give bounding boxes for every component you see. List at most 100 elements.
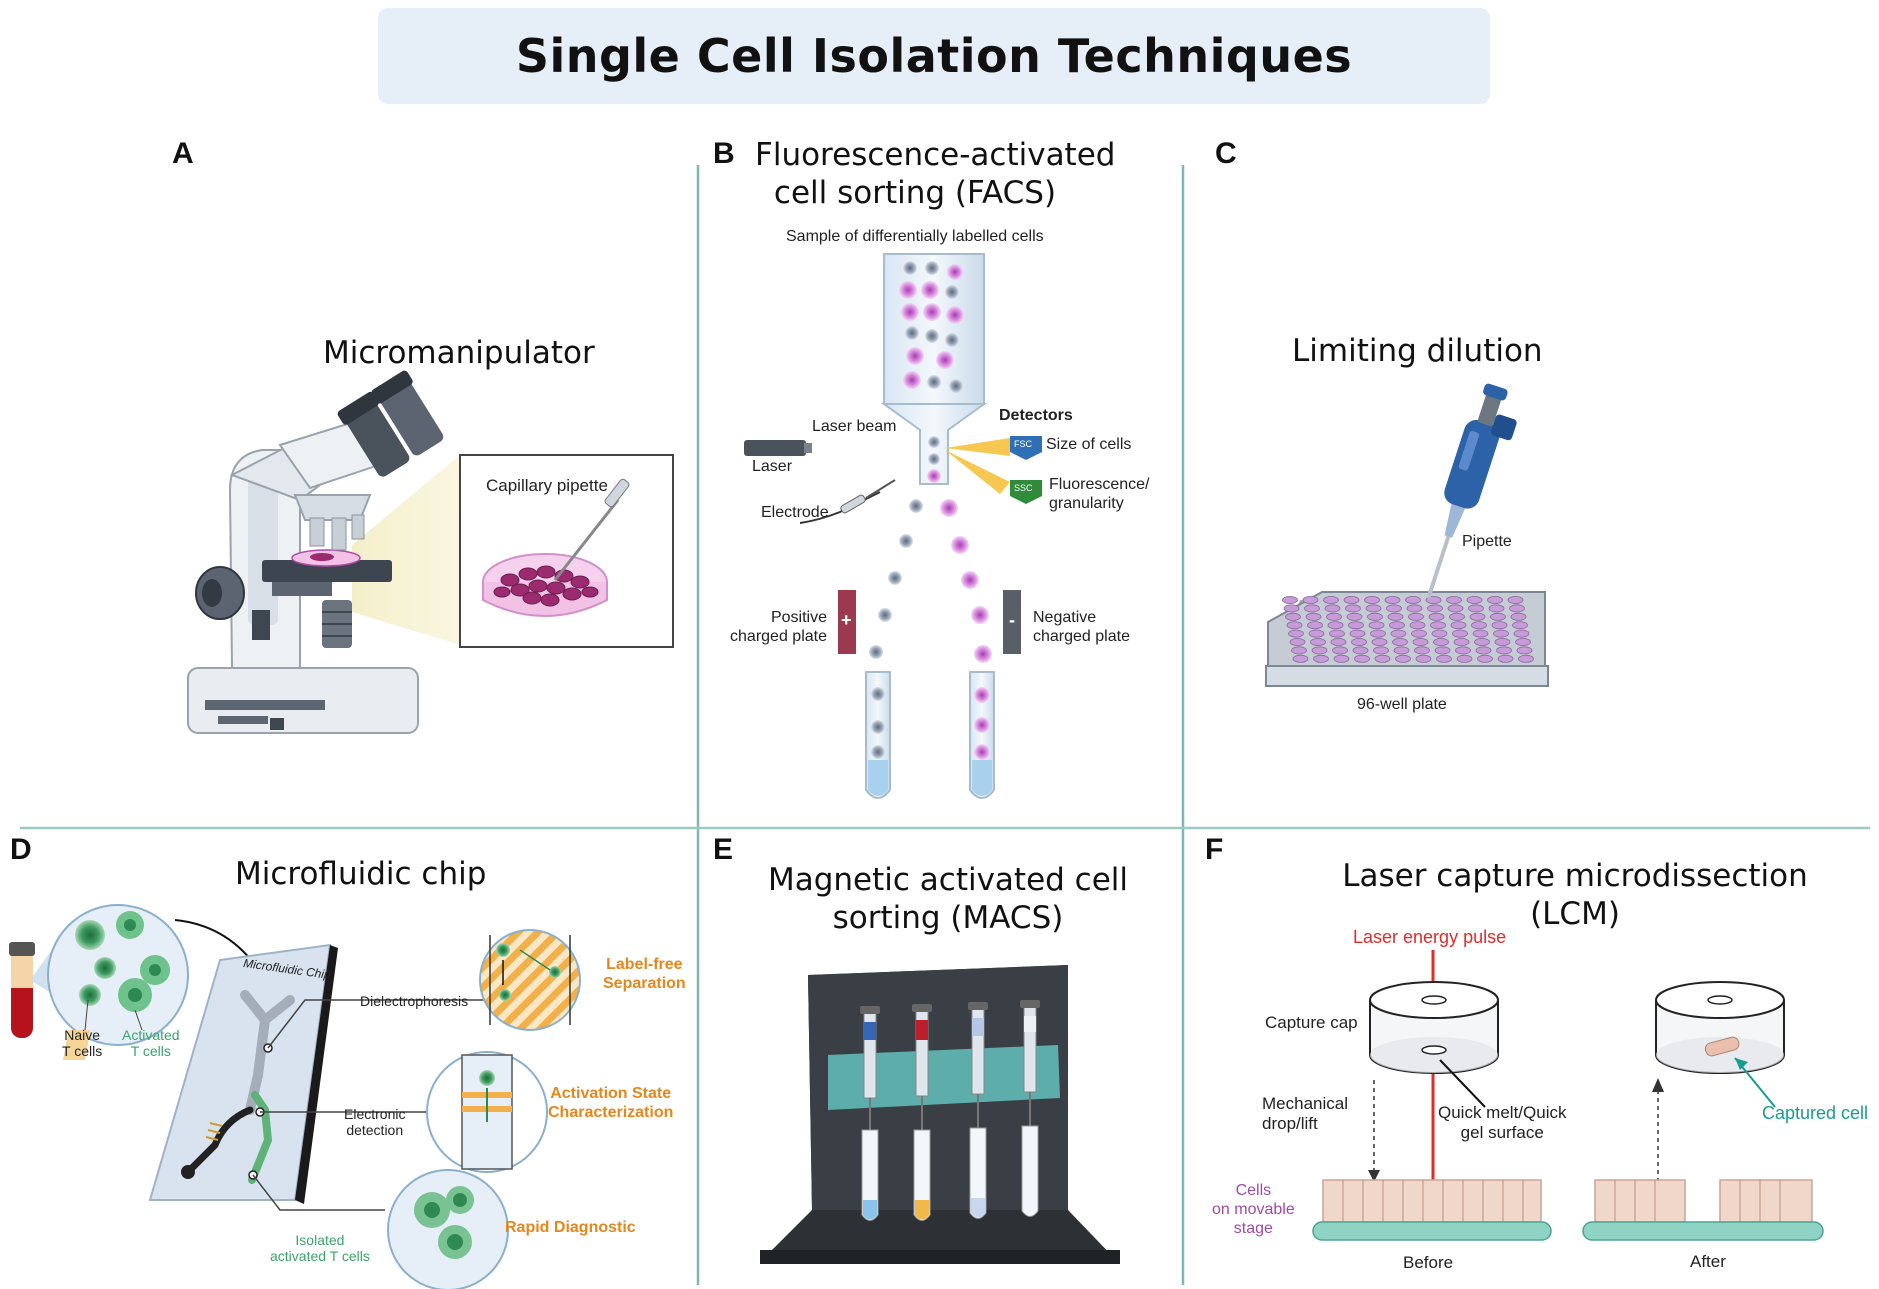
- well: [1447, 604, 1464, 613]
- well: [1305, 612, 1322, 621]
- well: [1332, 646, 1348, 655]
- electrode-label: Electrode: [761, 504, 829, 521]
- panel-a-title: Micromanipulator: [323, 335, 595, 371]
- before-label: Before: [1403, 1253, 1454, 1272]
- well: [1374, 654, 1391, 663]
- well: [1409, 621, 1426, 630]
- lcm-illustration: [1312, 950, 1824, 1241]
- well: [1452, 629, 1468, 638]
- well: [1446, 596, 1462, 605]
- well: [1368, 621, 1385, 630]
- panel-d-title: Microfluidic chip: [235, 856, 487, 892]
- well: [1326, 612, 1342, 621]
- well: [1408, 612, 1424, 621]
- well: [1285, 612, 1301, 621]
- well-grid: [1282, 596, 1534, 663]
- macs-columns: [860, 1000, 1040, 1140]
- well: [1392, 638, 1408, 647]
- capillary-inset: [459, 454, 674, 648]
- well: [1308, 629, 1325, 638]
- well: [1386, 604, 1402, 613]
- well: [1433, 638, 1449, 647]
- well: [1468, 604, 1484, 613]
- well: [1405, 596, 1421, 605]
- microscope-illustration: [187, 370, 460, 734]
- well: [1493, 629, 1509, 638]
- well: [1518, 654, 1534, 663]
- plus-sign: +: [841, 610, 852, 630]
- well: [1390, 629, 1407, 638]
- well: [1310, 638, 1326, 647]
- well: [1449, 612, 1465, 621]
- well: [1371, 638, 1388, 647]
- well: [1406, 604, 1423, 613]
- rapid-diagnostic-label: Rapid Diagnostic: [505, 1219, 636, 1236]
- well: [1349, 629, 1366, 638]
- well: [1364, 596, 1380, 605]
- panel-d-letter: D: [10, 833, 32, 866]
- panel-c-letter: C: [1215, 137, 1237, 170]
- panel-c-title: Limiting dilution: [1292, 333, 1543, 369]
- after-label: After: [1690, 1252, 1726, 1271]
- well: [1490, 612, 1506, 621]
- panel-a-letter: A: [172, 137, 194, 170]
- fluorescence-label: Fluorescence/granularity: [1049, 476, 1150, 512]
- well: [1354, 654, 1370, 663]
- well: [1510, 612, 1527, 621]
- well: [1507, 596, 1524, 605]
- well: [1434, 646, 1451, 655]
- well: [1474, 638, 1490, 647]
- well: [1456, 654, 1473, 663]
- well: [1311, 646, 1328, 655]
- well: [1307, 621, 1323, 630]
- well: [1430, 621, 1446, 630]
- well: [1291, 646, 1307, 655]
- well: [1288, 629, 1304, 638]
- fsc-badge: FSC: [1014, 439, 1032, 449]
- microfluidic-illustration: [9, 904, 581, 1289]
- well: [1333, 654, 1350, 663]
- well: [1370, 629, 1386, 638]
- well: [1348, 621, 1364, 630]
- well: [1516, 646, 1533, 655]
- well: [1427, 604, 1443, 613]
- well: [1431, 629, 1448, 638]
- well: [1282, 596, 1298, 605]
- well: [1302, 596, 1319, 605]
- well: [1488, 604, 1505, 613]
- ssc-badge: SSC: [1014, 483, 1033, 493]
- panel-dividers: [20, 165, 1870, 1285]
- plate-label: 96-well plate: [1357, 696, 1447, 713]
- well: [1455, 646, 1471, 655]
- captured-cell-label: Captured cell: [1762, 1103, 1869, 1123]
- panel-f-title: Laser capture microdissection(LCM): [1342, 858, 1808, 932]
- well: [1343, 596, 1360, 605]
- well: [1313, 654, 1329, 663]
- facs-illustration: [744, 253, 1042, 799]
- figure-title-banner: Single Cell Isolation Techniques: [378, 8, 1490, 104]
- well: [1428, 612, 1445, 621]
- size-of-cells-label: Size of cells: [1046, 436, 1132, 453]
- well: [1469, 612, 1486, 621]
- well: [1346, 612, 1363, 621]
- panel-f-letter: F: [1205, 833, 1224, 866]
- well: [1351, 638, 1367, 647]
- well: [1393, 646, 1410, 655]
- capture-cap-label: Capture cap: [1265, 1013, 1358, 1032]
- panel-e-letter: E: [713, 833, 734, 866]
- well: [1512, 621, 1528, 630]
- well: [1373, 646, 1389, 655]
- well: [1327, 621, 1344, 630]
- well: [1283, 604, 1300, 613]
- well: [1450, 621, 1467, 630]
